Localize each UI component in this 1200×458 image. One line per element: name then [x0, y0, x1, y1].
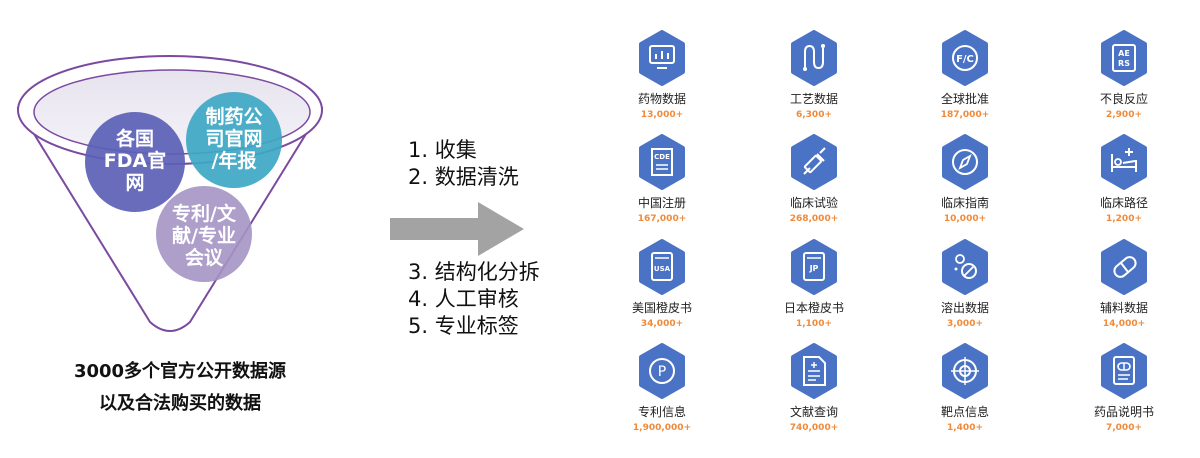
chart-monitor-icon: [637, 30, 687, 86]
database-label: 靶点信息: [940, 405, 989, 419]
bubble-fda-text: 各国 FDA官 网: [103, 128, 167, 194]
database-label: 药物数据: [637, 92, 686, 106]
database-count: 187,000+: [940, 110, 990, 120]
database-tile[interactable]: 临床试验 268,000+: [754, 134, 874, 238]
process-curve-icon: [789, 30, 839, 86]
bubble-patent: [156, 186, 252, 282]
database-tile[interactable]: 工艺数据 6,300+: [754, 30, 874, 134]
database-tile[interactable]: F/C 全球批准 187,000+: [905, 30, 1025, 134]
drug-label-icon: [1099, 343, 1149, 399]
database-tile[interactable]: 靶点信息 1,400+: [905, 343, 1025, 447]
target-icon: [940, 343, 990, 399]
compass-icon: [940, 134, 990, 190]
database-label: 工艺数据: [789, 92, 838, 106]
syringe-icon: [789, 134, 839, 190]
database-count: 740,000+: [789, 423, 839, 433]
database-tile[interactable]: CDE 中国注册 167,000+: [602, 134, 722, 238]
bubble-company-text: 制药公 司官网 /年报: [205, 106, 263, 172]
database-label: 中国注册: [637, 196, 686, 210]
approval-fc-icon: F/C: [940, 30, 990, 86]
bubble-patent-text: 专利/文 献/专业 会议: [172, 203, 236, 269]
database-label: 文献查询: [789, 405, 838, 419]
jp-book-icon: JP: [789, 239, 839, 295]
database-count: 268,000+: [789, 214, 839, 224]
bubble-company: [186, 92, 282, 188]
database-label: 美国橙皮书: [631, 301, 692, 315]
source-funnel: [16, 55, 324, 332]
process-steps-top: 1. 收集 2. 数据清洗: [408, 137, 519, 191]
database-count: 1,900,000+: [632, 423, 692, 433]
database-label: 专利信息: [637, 405, 686, 419]
database-label: 全球批准: [940, 92, 989, 106]
database-tile[interactable]: 临床指南 10,000+: [905, 134, 1025, 238]
svg-text:F/C: F/C: [956, 54, 974, 65]
svg-text:CDE: CDE: [654, 153, 670, 161]
dissolution-pill-icon: [940, 239, 990, 295]
svg-text:P: P: [658, 364, 666, 380]
database-tile[interactable]: 辅料数据 14,000+: [1064, 239, 1184, 343]
database-tile[interactable]: P 专利信息 1,900,000+: [602, 343, 722, 447]
database-tile[interactable]: USA 美国橙皮书 34,000+: [602, 239, 722, 343]
database-count: 1,200+: [1105, 214, 1142, 224]
database-count: 167,000+: [637, 214, 687, 224]
capsule-icon: [1099, 239, 1149, 295]
patent-p-icon: P: [637, 343, 687, 399]
hospital-bed-icon: [1099, 134, 1149, 190]
step-item: 3. 结构化分拆: [408, 260, 540, 284]
database-tile[interactable]: JP 日本橙皮书 1,100+: [754, 239, 874, 343]
svg-text:JP: JP: [809, 264, 819, 273]
database-count: 14,000+: [1102, 319, 1146, 329]
step-item: 2. 数据清洗: [408, 165, 519, 189]
database-label: 临床路径: [1099, 196, 1148, 210]
database-tile[interactable]: 药品说明书 7,000+: [1064, 343, 1184, 447]
database-tile[interactable]: 临床路径 1,200+: [1064, 134, 1184, 238]
database-label: 临床试验: [789, 196, 838, 210]
database-count: 2,900+: [1105, 110, 1142, 120]
cde-document-icon: CDE: [637, 134, 687, 190]
step-item: 5. 专业标签: [408, 314, 519, 338]
database-count: 34,000+: [640, 319, 684, 329]
database-count: 6,300+: [795, 110, 832, 120]
database-tile[interactable]: 药物数据 13,000+: [602, 30, 722, 134]
step-item: 1. 收集: [408, 138, 477, 162]
database-tile[interactable]: 文献查询 740,000+: [754, 343, 874, 447]
database-label: 溶出数据: [940, 301, 989, 315]
database-label: 辅料数据: [1099, 301, 1148, 315]
step-item: 4. 人工审核: [408, 287, 519, 311]
source-caption-line1: 3000多个官方公开数据源: [73, 361, 287, 382]
database-tile[interactable]: 溶出数据 3,000+: [905, 239, 1025, 343]
svg-text:RS: RS: [1118, 59, 1130, 68]
usa-book-icon: USA: [637, 239, 687, 295]
database-label: 不良反应: [1099, 92, 1148, 106]
database-label: 临床指南: [940, 196, 989, 210]
database-count: 1,400+: [946, 423, 983, 433]
database-count: 3,000+: [946, 319, 983, 329]
svg-text:USA: USA: [654, 265, 671, 273]
process-arrow-icon: [390, 202, 524, 256]
database-label: 药品说明书: [1093, 405, 1154, 419]
source-caption-line2: 以及合法购买的数据: [99, 393, 261, 414]
svg-text:AE: AE: [1118, 49, 1130, 58]
database-count: 7,000+: [1105, 423, 1142, 433]
database-count: 10,000+: [943, 214, 987, 224]
process-steps-bottom: 3. 结构化分拆 4. 人工审核 5. 专业标签: [408, 259, 540, 340]
database-count: 1,100+: [795, 319, 832, 329]
database-label: 日本橙皮书: [783, 301, 844, 315]
literature-doc-icon: [789, 343, 839, 399]
bubble-fda: [85, 112, 185, 212]
database-count: 13,000+: [640, 110, 684, 120]
